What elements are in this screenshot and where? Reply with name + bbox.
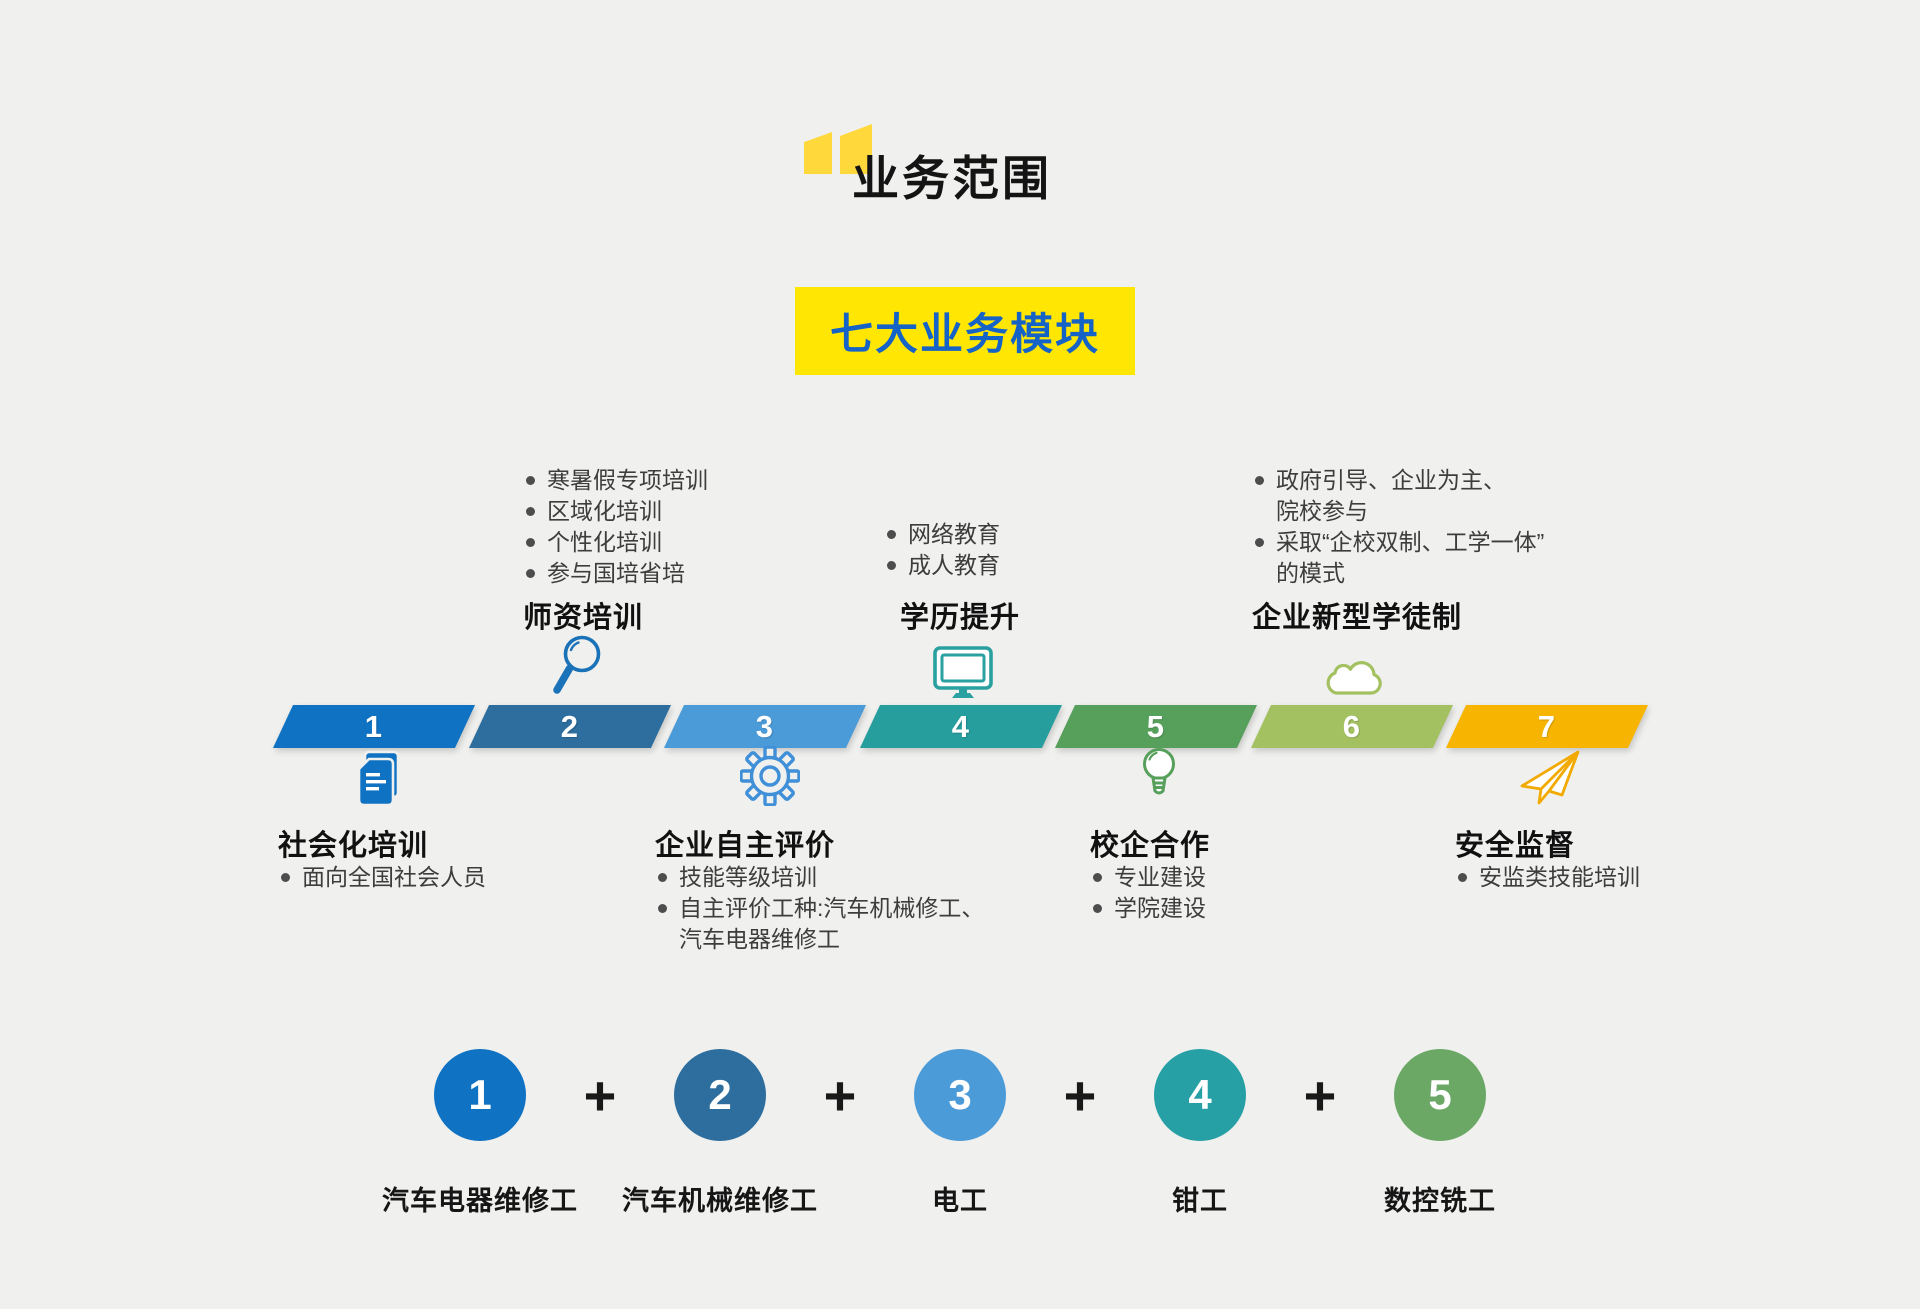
module-5-title: 校企合作 (1090, 830, 1211, 862)
bullet-item: 采取“企校双制、工学一体” 的模式 (1252, 527, 1612, 589)
trade-number: 1 (468, 1071, 492, 1118)
timeline-segment-1: 1 (272, 705, 476, 748)
bullet-item: 安监类技能培训 (1455, 862, 1755, 893)
segment-number: 2 (561, 708, 579, 744)
bullet-item: 成人教育 (884, 550, 1144, 581)
trade-item-4: 4 钳工 (1104, 1049, 1296, 1218)
plus-icon: + (1303, 1063, 1337, 1127)
trade-label: 钳工 (1172, 1186, 1228, 1216)
bullet-item: 面向全国社会人员 (278, 862, 578, 893)
plus-icon: + (823, 1063, 857, 1127)
trade-number: 4 (1188, 1071, 1212, 1118)
bullet-item: 网络教育 (884, 519, 1144, 550)
trade-label: 汽车机械维修工 (622, 1186, 818, 1216)
module-1-bullets: 面向全国社会人员 (278, 862, 578, 893)
timeline-segment-5: 5 (1054, 705, 1258, 748)
segment-number: 7 (1538, 708, 1556, 744)
segment-number: 3 (756, 708, 774, 744)
banner-seven-modules: 七大业务模块 (795, 287, 1135, 375)
segment-number: 4 (952, 708, 970, 744)
trades-row: 1 汽车电器维修工 + 2 汽车机械维修工 + 3 电工 + 4 钳工 + (0, 1049, 1920, 1218)
segment-number: 1 (365, 708, 383, 744)
banner-label: 七大业务模块 (830, 311, 1100, 359)
plus-icon: + (1063, 1063, 1097, 1127)
module-4-title: 学历提升 (900, 602, 1021, 634)
module-2-title: 师资培训 (523, 602, 644, 634)
bullet-item: 区域化培训 (523, 496, 853, 527)
module-5-bullets: 专业建设 学院建设 (1090, 862, 1350, 924)
trade-item-2: 2 汽车机械维修工 (622, 1049, 818, 1218)
trade-circle: 3 (914, 1049, 1006, 1141)
trade-label: 数控铣工 (1384, 1186, 1496, 1216)
module-7-title: 安全监督 (1455, 830, 1576, 862)
paper-plane-icon (1520, 750, 1580, 805)
quote-bar (804, 132, 832, 174)
module-4-bullets: 网络教育 成人教育 (884, 519, 1144, 581)
module-7-bullets: 安监类技能培训 (1455, 862, 1755, 893)
module-3-bullets: 技能等级培训 自主评价工种:汽车机械修工、 汽车电器维修工 (655, 862, 1055, 955)
timeline-segment-6: 6 (1250, 705, 1454, 748)
module-6-title: 企业新型学徒制 (1252, 602, 1463, 634)
trade-item-1: 1 汽车电器维修工 (382, 1049, 578, 1218)
bullet-item: 个性化培训 (523, 527, 853, 558)
quote-icon (804, 122, 884, 174)
trade-number: 2 (708, 1071, 732, 1118)
lightbulb-icon (1143, 748, 1175, 795)
bullet-item: 参与国培省培 (523, 558, 853, 589)
plus-icon: + (583, 1063, 617, 1127)
module-6-bullets: 政府引导、企业为主、 院校参与 采取“企校双制、工学一体” 的模式 (1252, 465, 1612, 589)
page-title: 业务范围 (852, 152, 1052, 205)
module-2-bullets: 寒暑假专项培训 区域化培训 个性化培训 参与国培省培 (523, 465, 853, 589)
timeline-segment-7: 7 (1445, 705, 1649, 748)
trade-circle: 2 (674, 1049, 766, 1141)
trade-circle: 5 (1394, 1049, 1486, 1141)
gear-icon (740, 746, 800, 806)
bullet-item: 自主评价工种:汽车机械修工、 汽车电器维修工 (655, 893, 1055, 955)
trade-item-5: 5 数控铣工 (1344, 1049, 1536, 1218)
trade-label: 汽车电器维修工 (382, 1186, 578, 1216)
module-1-title: 社会化培训 (278, 830, 429, 862)
document-icon (357, 750, 400, 807)
segment-number: 6 (1343, 708, 1361, 744)
trade-number: 5 (1428, 1071, 1452, 1118)
timeline-segment-2: 2 (468, 705, 672, 748)
bullet-item: 政府引导、企业为主、 院校参与 (1252, 465, 1612, 527)
bullet-item: 技能等级培训 (655, 862, 1055, 893)
segment-number: 5 (1147, 708, 1165, 744)
timeline-segment-3: 3 (663, 705, 867, 748)
magnifier-icon (553, 635, 601, 694)
trade-circle: 1 (434, 1049, 526, 1141)
timeline-segment-4: 4 (859, 705, 1063, 748)
bullet-item: 专业建设 (1090, 862, 1350, 893)
trade-item-3: 3 电工 (864, 1049, 1056, 1218)
bullet-item: 学院建设 (1090, 893, 1350, 924)
trade-circle: 4 (1154, 1049, 1246, 1141)
trade-label: 电工 (932, 1186, 988, 1216)
cloud-icon (1326, 661, 1382, 695)
module-3-title: 企业自主评价 (655, 830, 836, 862)
trade-number: 3 (948, 1071, 972, 1118)
monitor-icon (933, 646, 993, 698)
bullet-item: 寒暑假专项培训 (523, 465, 853, 496)
